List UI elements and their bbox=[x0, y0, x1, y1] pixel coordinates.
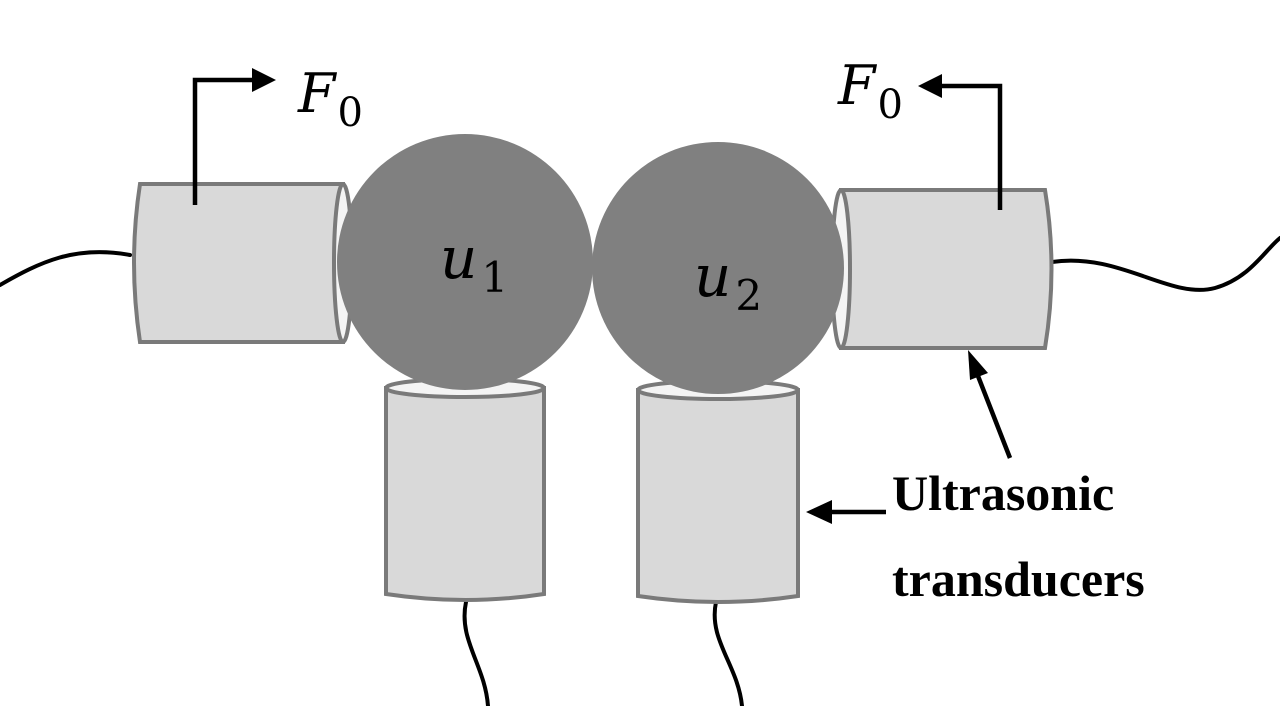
bottom-right-transducer bbox=[636, 379, 800, 604]
bottom-left-transducer-wire bbox=[462, 600, 490, 706]
right-force-arrow bbox=[918, 74, 1003, 210]
sphere-u1-label: u1 bbox=[440, 224, 508, 302]
callout-arrow-right-transducer bbox=[968, 350, 1013, 459]
left-transducer bbox=[132, 182, 354, 344]
left-force-label: F0 bbox=[297, 62, 363, 136]
callout-label-line2: transducers bbox=[892, 551, 1145, 607]
left-force-arrow bbox=[192, 68, 276, 205]
callout-arrow-bottom-transducer bbox=[806, 500, 886, 524]
sphere-u2-label: u2 bbox=[694, 242, 762, 320]
right-transducer-wire bbox=[1050, 236, 1280, 292]
sphere-u2 bbox=[592, 142, 844, 394]
left-transducer-wire bbox=[0, 250, 132, 287]
bottom-left-transducer bbox=[384, 377, 546, 602]
bottom-right-transducer-wire bbox=[712, 600, 744, 706]
sphere-u1 bbox=[337, 134, 593, 390]
callout-label-line1: Ultrasonic bbox=[892, 465, 1114, 521]
right-force-label: F0 bbox=[837, 54, 903, 128]
right-transducer bbox=[830, 188, 1054, 350]
